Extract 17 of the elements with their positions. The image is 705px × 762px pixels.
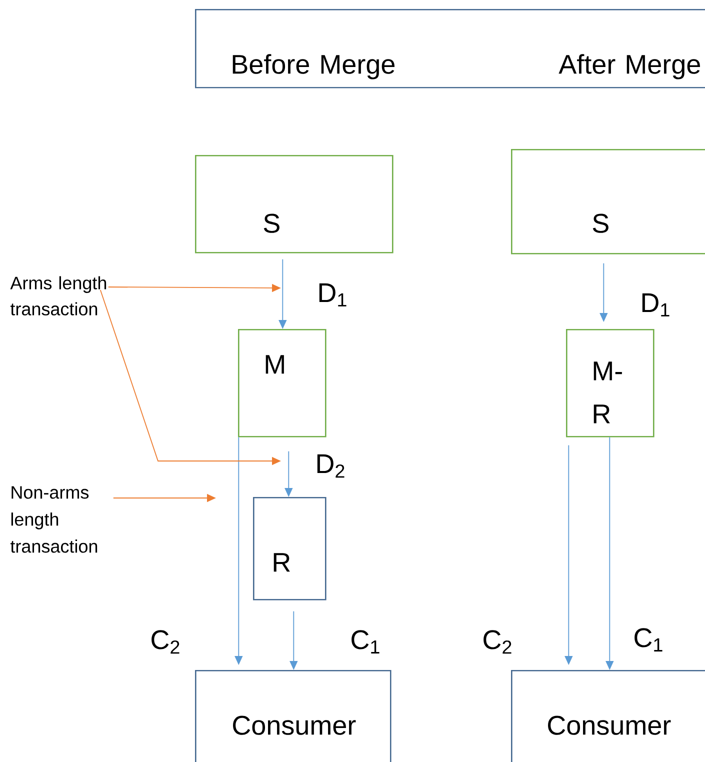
flow-label: C$_{1}$ [352,630,380,654]
header-band: Before Merge After Merge [195,9,705,88]
flow-label: D$_{2}$ [317,454,344,478]
annotation-text: Arms length transaction [10,276,106,316]
flow-label: D$_{1}$ [319,283,346,306]
flow-label: C$_{2}$ [152,630,180,654]
flow-label: C$_{2}$ [484,630,512,654]
process-box: M [238,329,326,438]
process-box: Consumer [511,670,705,762]
process-box: M-R [566,329,654,438]
flow-label: C$_{1}$ [634,628,662,652]
annotation-text: Non-arms length transaction [10,486,98,553]
process-box: S [195,155,394,254]
process-box: Consumer [195,670,392,762]
process-box: R [253,497,326,600]
flow-label: D$_{1}$ [642,293,670,316]
process-box: S [511,149,705,254]
